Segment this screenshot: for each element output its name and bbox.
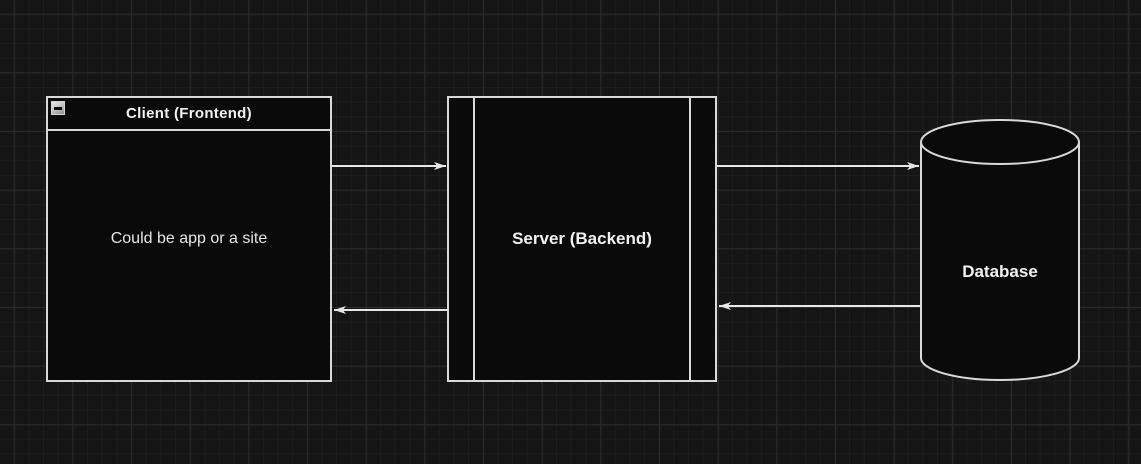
node-database-cylinder[interactable]: Database [920, 118, 1080, 382]
database-label: Database [962, 262, 1038, 281]
server-label: Server (Backend) [512, 229, 652, 248]
client-title: Client (Frontend) [126, 105, 252, 122]
process-inner-line-left [473, 98, 475, 380]
process-inner-line-right [689, 98, 691, 380]
client-body-label: Could be app or a site [110, 230, 268, 247]
cylinder-shape [920, 119, 1080, 381]
minimize-icon [51, 101, 65, 115]
client-titlebar: Client (Frontend) [48, 98, 330, 131]
node-server-process[interactable]: Server (Backend) [447, 96, 717, 382]
node-client-window[interactable]: Client (Frontend) Could be app or a site [46, 96, 332, 382]
